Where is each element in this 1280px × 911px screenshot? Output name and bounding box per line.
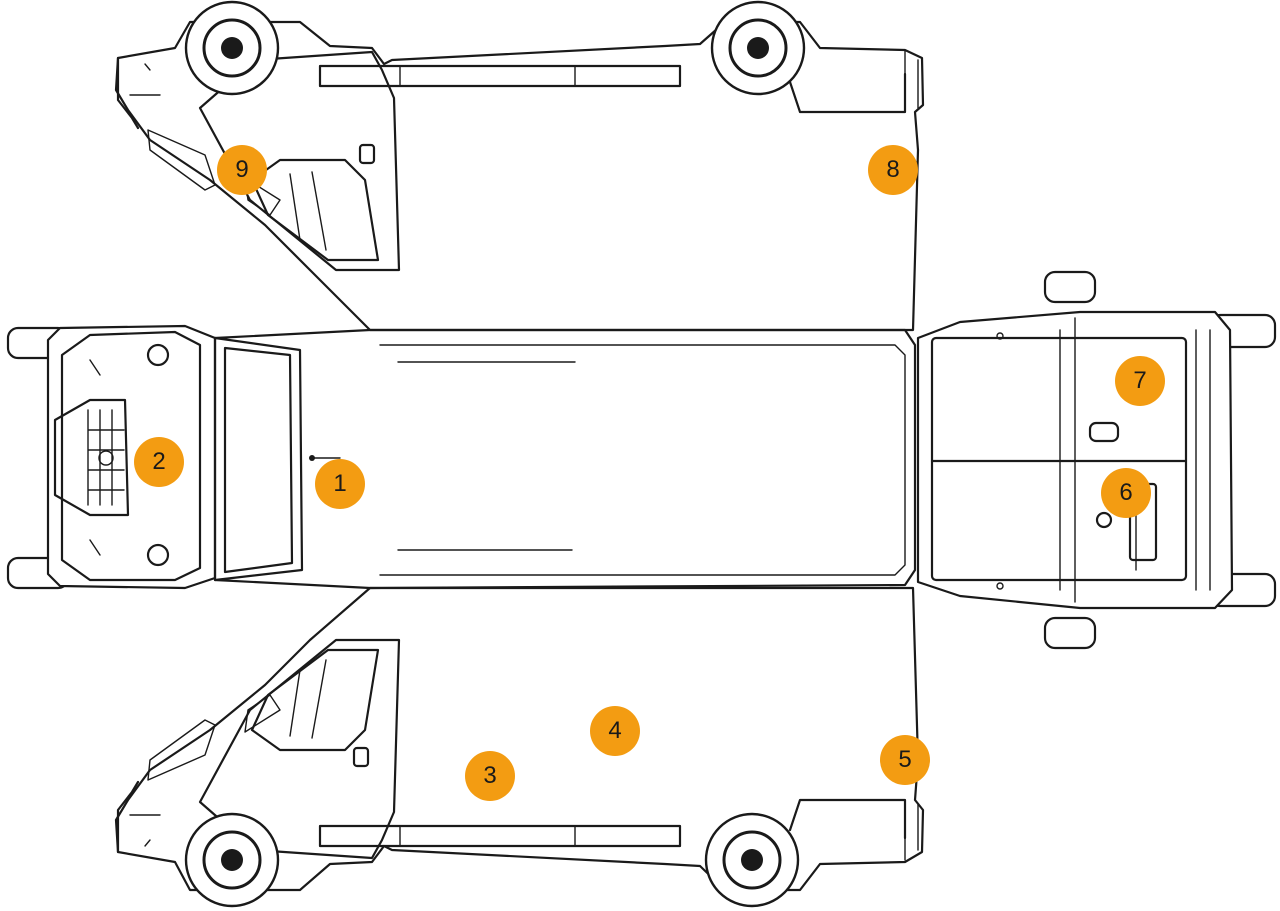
damage-marker-1[interactable]: 1	[315, 459, 365, 509]
van-side-view-top	[114, 0, 925, 332]
damage-marker-7[interactable]: 7	[1115, 356, 1165, 406]
van-rear-view	[916, 270, 1277, 650]
damage-marker-6[interactable]: 6	[1101, 468, 1151, 518]
wheel-rear-top	[710, 0, 806, 96]
van-roof-view	[6, 324, 917, 590]
wheel-rear-bottom	[704, 812, 800, 908]
damage-marker-2[interactable]: 2	[134, 437, 184, 487]
van-side-view-bottom	[114, 586, 925, 908]
wheel-front-top	[184, 0, 280, 96]
damage-marker-8[interactable]: 8	[868, 145, 918, 195]
damage-marker-3[interactable]: 3	[465, 751, 515, 801]
damage-marker-5[interactable]: 5	[880, 735, 930, 785]
damage-marker-4[interactable]: 4	[590, 706, 640, 756]
wheel-front-bottom	[184, 812, 280, 908]
damage-marker-9[interactable]: 9	[217, 145, 267, 195]
